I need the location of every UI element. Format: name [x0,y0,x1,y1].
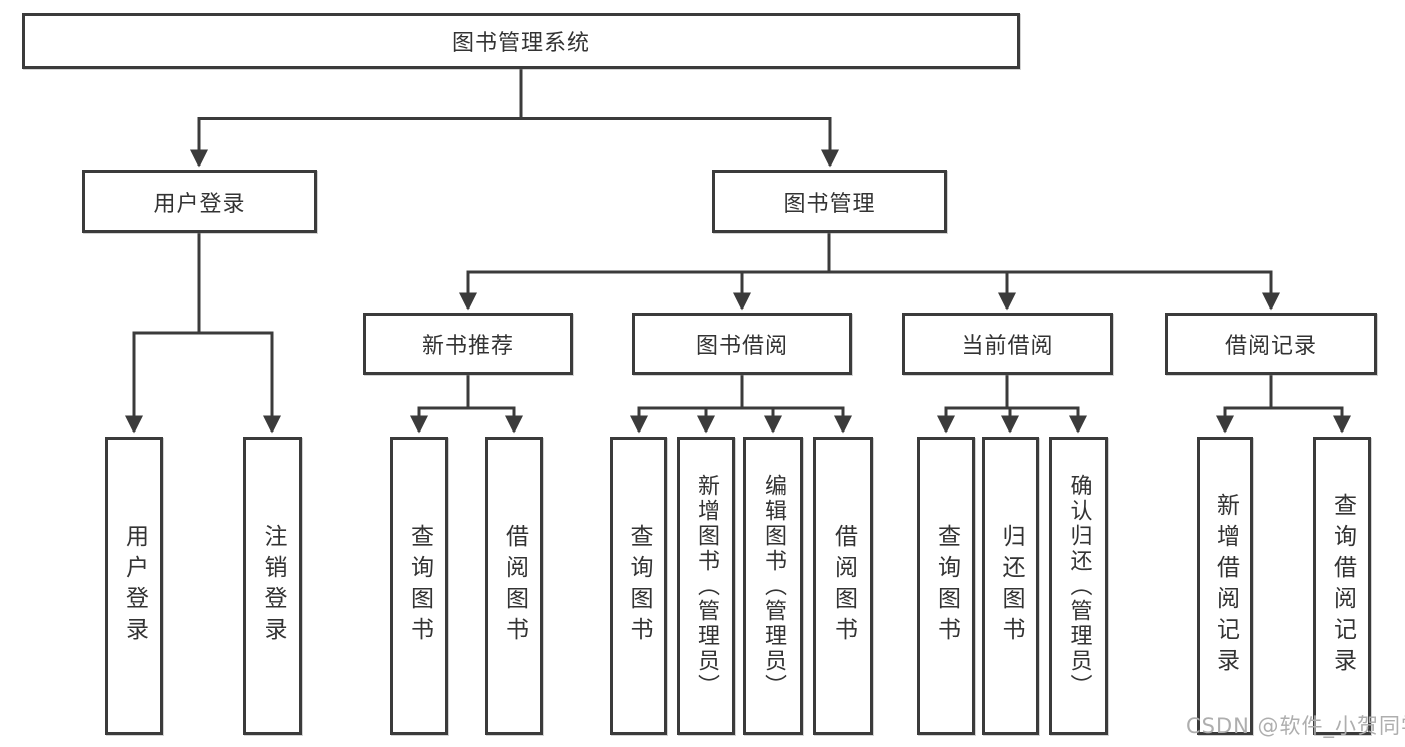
leaf-label: 查询图书 [406,524,433,648]
leaf-label: 新增图书（管理员） [694,473,719,699]
node-system-root: 图书管理系统 [22,13,1020,69]
leaf-bb-edit-books-admin: 编辑图书（管理员） [743,437,803,735]
leaf-label: 注销登录 [260,524,286,648]
leaf-cb-return-books: 归还图书 [982,437,1039,735]
leaf-label: 编辑图书（管理员） [761,473,786,699]
leaf-user-login: 用户登录 [105,437,163,735]
leaf-br-add-record: 新增借阅记录 [1197,437,1253,735]
node-user-login: 用户登录 [82,170,317,233]
leaf-label: 查询借阅记录 [1329,493,1356,679]
leaf-bb-query-books: 查询图书 [610,437,667,735]
node-current-borrow: 当前借阅 [902,313,1113,375]
leaf-bb-add-books-admin: 新增图书（管理员） [677,437,735,735]
node-book-borrow: 图书借阅 [632,313,852,375]
node-label: 图书借阅 [695,334,788,359]
node-label: 用户登录 [153,191,246,217]
leaf-logout: 注销登录 [243,437,302,735]
node-new-book-recommend: 新书推荐 [363,313,573,375]
leaf-cb-query-books: 查询图书 [917,437,975,735]
leaf-label: 确认归还（管理员） [1066,473,1092,699]
node-label: 当前借阅 [961,334,1054,359]
node-book-management: 图书管理 [712,170,947,233]
leaf-label: 借阅图书 [830,524,857,648]
leaf-label: 用户登录 [121,524,148,648]
leaf-label: 查询图书 [626,524,652,648]
node-label: 图书管理 [783,191,876,217]
leaf-nb-borrow-books: 借阅图书 [485,437,543,735]
leaf-label: 新增借阅记录 [1212,493,1239,679]
node-label: 新书推荐 [421,334,514,359]
leaf-bb-borrow-books: 借阅图书 [813,437,873,735]
leaf-nb-query-books: 查询图书 [390,437,448,735]
csdn-watermark: CSDN @软件_小贺同学 [1186,714,1405,738]
leaf-br-query-record: 查询借阅记录 [1313,437,1371,735]
node-borrow-records: 借阅记录 [1165,313,1377,375]
node-label: 图书管理系统 [451,31,590,56]
leaf-label: 查询图书 [933,524,960,648]
leaf-label: 归还图书 [998,524,1024,648]
leaf-label: 借阅图书 [501,524,528,648]
leaf-cb-confirm-return-admin: 确认归还（管理员） [1049,437,1108,735]
node-label: 借阅记录 [1224,334,1317,359]
